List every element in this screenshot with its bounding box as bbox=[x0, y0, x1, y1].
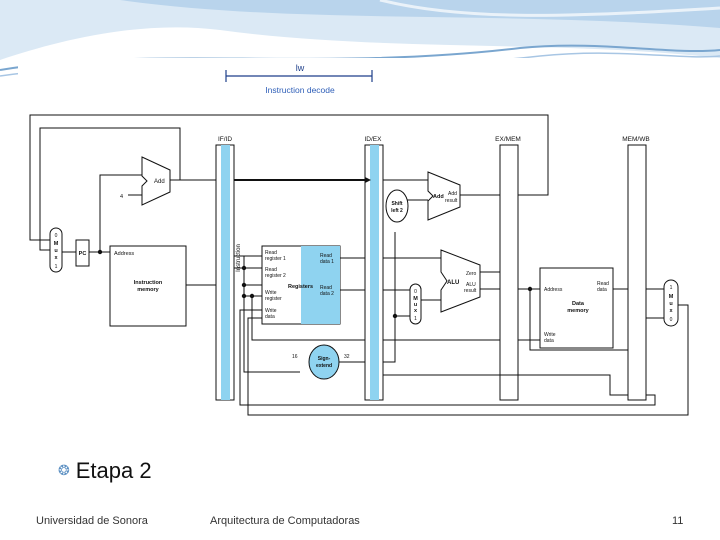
wb-mux-input-1: 1 bbox=[670, 285, 673, 291]
exmem-register bbox=[499, 144, 519, 401]
data-memory-write-b: data bbox=[544, 338, 554, 344]
instruction-memory-address: Address bbox=[114, 251, 134, 257]
wire-junctions bbox=[97, 249, 533, 319]
write-data-a: Write bbox=[265, 308, 277, 314]
sign-extend-label-a: Sign- bbox=[318, 356, 331, 362]
read-data-2-b: data 2 bbox=[320, 291, 334, 297]
alu-unit bbox=[440, 249, 481, 313]
ifid-field-label: Instruction bbox=[236, 244, 242, 272]
registers-title: Registers bbox=[288, 284, 313, 290]
data-memory-write-a: Write bbox=[544, 332, 556, 338]
data-memory-title-a: Data bbox=[572, 301, 585, 307]
wb-mux-letter-m: M bbox=[669, 294, 674, 300]
register-file-highlight bbox=[301, 246, 340, 324]
memwb-register bbox=[627, 144, 647, 401]
header-decoration bbox=[0, 0, 720, 77]
ifid-label: IF/ID bbox=[218, 136, 232, 143]
alu-result-a: ALU bbox=[466, 282, 476, 288]
pc-mux-letter-m: M bbox=[54, 241, 59, 247]
data-memory-read-b: data bbox=[597, 287, 607, 293]
shift-left-label-b: left 2 bbox=[391, 208, 403, 214]
read-register-1-b: register 1 bbox=[265, 256, 286, 262]
stage-label: Instruction decode bbox=[265, 85, 335, 95]
branch-adder bbox=[427, 171, 461, 221]
pc-mux-input-1: 1 bbox=[55, 264, 58, 270]
read-data-1-b: data 1 bbox=[320, 259, 334, 265]
sign-extend-unit bbox=[308, 344, 340, 380]
read-register-2-b: register 2 bbox=[265, 273, 286, 279]
wb-mux-input-0: 0 bbox=[670, 317, 673, 323]
idex-highlight bbox=[370, 145, 379, 400]
shift-left-label-a: Shift bbox=[391, 201, 402, 207]
alu-mux-letter-m: M bbox=[413, 296, 418, 302]
alu-result-b: result bbox=[464, 288, 477, 294]
read-data-1-a: Read bbox=[320, 253, 332, 259]
idex-label: ID/EX bbox=[365, 136, 383, 143]
data-memory-title-b: memory bbox=[567, 308, 589, 314]
bullet-icon: ❂ bbox=[58, 462, 70, 478]
data-memory-read-a: Read bbox=[597, 281, 609, 287]
data-memory-address: Address bbox=[544, 287, 563, 293]
alu-label: ALU bbox=[447, 280, 459, 286]
memwb-label: MEM/WB bbox=[622, 136, 649, 143]
pc-label: PC bbox=[79, 251, 87, 257]
footer-course: Arquitectura de Computadoras bbox=[210, 515, 360, 527]
alu-mux-input-1: 1 bbox=[414, 316, 417, 322]
instruction-label: lw bbox=[296, 63, 305, 73]
pc-mux-letter-x: x bbox=[54, 255, 58, 261]
read-register-1-a: Read bbox=[265, 250, 277, 256]
alu-mux bbox=[409, 283, 422, 325]
pc-adder bbox=[141, 156, 171, 206]
sign-extend-label-b: extend bbox=[316, 363, 332, 369]
exmem-label: EX/MEM bbox=[495, 136, 521, 143]
pc-mux-letter-u: u bbox=[54, 248, 57, 254]
branch-adder-label: Add bbox=[433, 194, 444, 200]
pc-register bbox=[75, 239, 90, 267]
ifid-highlight bbox=[221, 145, 230, 400]
alu-mux-letter-u: u bbox=[414, 302, 417, 308]
pc-adder-label: Add bbox=[154, 179, 165, 185]
wb-mux-letter-u: u bbox=[669, 301, 672, 307]
instruction-memory bbox=[109, 245, 187, 327]
bullet-text: Etapa 2 bbox=[75, 458, 152, 483]
read-data-2-a: Read bbox=[320, 285, 332, 291]
page-number: 11 bbox=[672, 515, 684, 527]
sign-extend-bits-in: 16 bbox=[292, 354, 298, 360]
datapath-wires bbox=[29, 114, 689, 416]
write-data-b: data bbox=[265, 314, 275, 320]
writeback-mux bbox=[663, 279, 679, 327]
figure-panel bbox=[18, 58, 694, 426]
branch-adder-result: result bbox=[445, 198, 458, 204]
instruction-memory-title-2: memory bbox=[137, 287, 159, 293]
read-register-2-a: Read bbox=[265, 267, 277, 273]
data-memory bbox=[539, 267, 614, 349]
write-register-b: register bbox=[265, 296, 282, 302]
shift-left-unit bbox=[385, 189, 409, 223]
constant-four: 4 bbox=[120, 194, 123, 200]
branch-adder-add: Add bbox=[448, 191, 457, 197]
stage-bracket bbox=[225, 70, 373, 82]
slide-bullet: ❂ Etapa 2 bbox=[58, 458, 152, 484]
footer-university: Universidad de Sonora bbox=[36, 515, 148, 527]
pc-mux bbox=[49, 227, 63, 273]
wb-mux-letter-x: x bbox=[669, 308, 673, 314]
sign-extend-bits-out: 32 bbox=[344, 354, 350, 360]
alu-mux-input-0: 0 bbox=[414, 289, 417, 295]
alu-mux-letter-x: x bbox=[414, 308, 418, 314]
instruction-memory-title-1: Instruction bbox=[134, 280, 163, 286]
pc-mux-input-0: 0 bbox=[55, 233, 58, 239]
write-register-a: Write bbox=[265, 290, 277, 296]
alu-zero: Zero bbox=[466, 271, 477, 277]
